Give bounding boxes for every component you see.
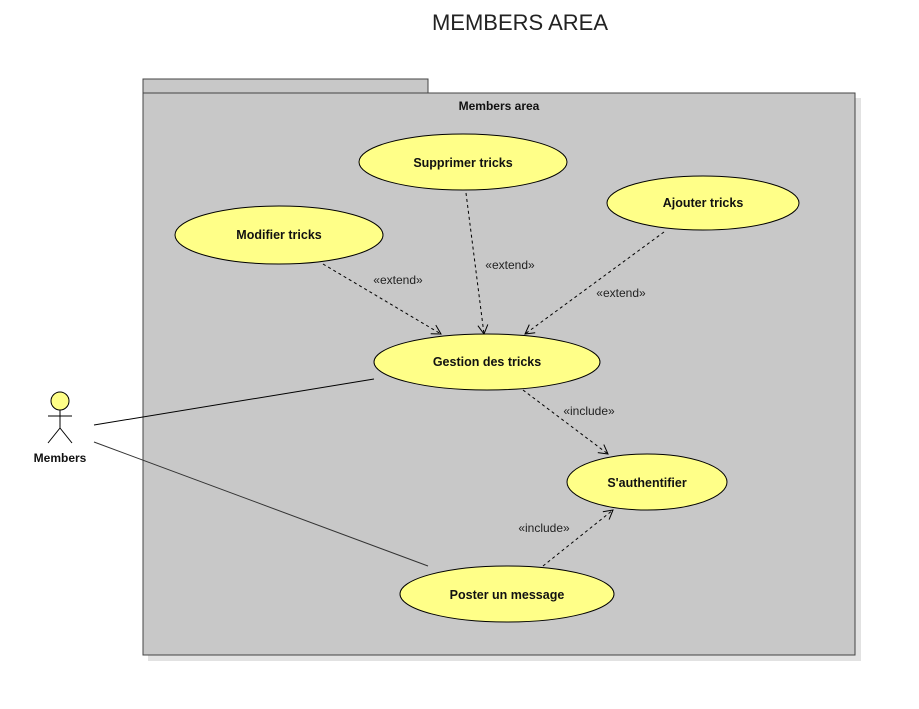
use-case-gestion-des-tricks[interactable]: Gestion des tricks xyxy=(373,333,601,391)
include-label-gestion: «include» xyxy=(563,404,615,418)
actor-left-leg xyxy=(47,427,61,444)
actor-label: Members xyxy=(34,451,87,465)
use-case-shape xyxy=(399,565,615,623)
use-case-label: Ajouter tricks xyxy=(663,196,744,210)
actor-head-icon xyxy=(50,391,70,411)
include-arrow-poster[interactable] xyxy=(542,509,614,567)
association-members-gestion[interactable] xyxy=(93,378,375,426)
use-case-modifier-tricks[interactable]: Modifier tricks xyxy=(174,205,384,265)
extend-arrow-modifier[interactable] xyxy=(322,263,442,335)
actor-members[interactable]: Members xyxy=(34,391,87,465)
include-label-poster: «include» xyxy=(518,521,570,535)
use-case-shape xyxy=(358,133,568,191)
use-case-supprimer-tricks[interactable]: Supprimer tricks xyxy=(358,133,568,191)
diagram-title: MEMBERS AREA xyxy=(432,10,608,35)
use-case-shape xyxy=(566,453,728,511)
actor-right-leg xyxy=(59,427,73,444)
extend-arrow-ajouter[interactable] xyxy=(524,231,665,335)
use-case-label: Gestion des tricks xyxy=(433,355,541,369)
package-tab xyxy=(142,78,429,95)
use-case-label: Modifier tricks xyxy=(236,228,321,242)
use-case-shape xyxy=(606,175,800,231)
extend-label-modifier: «extend» xyxy=(373,273,423,287)
use-case-label: Supprimer tricks xyxy=(413,156,512,170)
use-case-shape xyxy=(373,333,601,391)
use-case-s-authentifier[interactable]: S'authentifier xyxy=(566,453,728,511)
package-label: Members area xyxy=(459,99,540,113)
use-case-label: S'authentifier xyxy=(607,476,687,490)
extend-label-supprimer: «extend» xyxy=(485,258,535,272)
use-case-poster-un-message[interactable]: Poster un message xyxy=(399,565,615,623)
use-case-label: Poster un message xyxy=(450,588,565,602)
association-members-poster[interactable] xyxy=(93,441,429,567)
extend-label-ajouter: «extend» xyxy=(596,286,646,300)
use-case-shape xyxy=(174,205,384,265)
use-case-ajouter-tricks[interactable]: Ajouter tricks xyxy=(606,175,800,231)
